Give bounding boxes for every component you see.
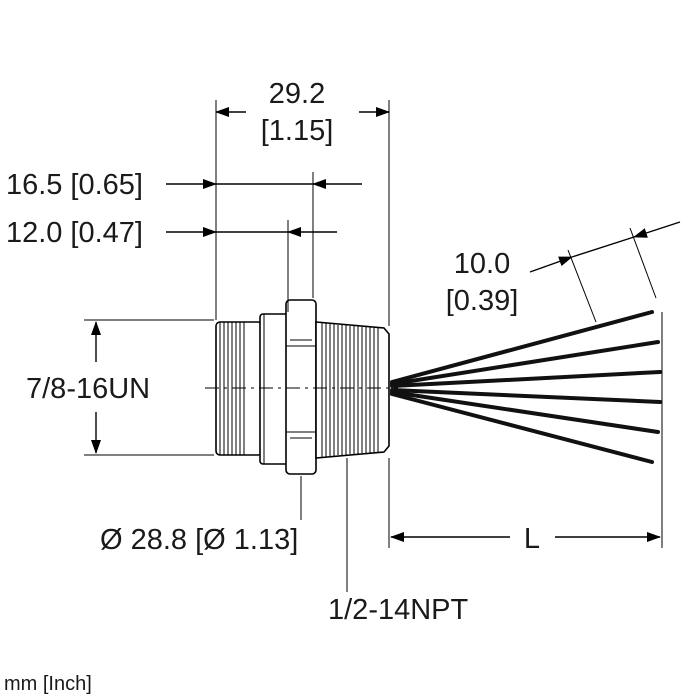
cable-length-label: L (524, 523, 540, 555)
diameter-label: Ø 28.8 [Ø 1.13] (100, 524, 298, 556)
wire-strip-mm-label: 10.0 (454, 248, 510, 280)
length-b-label: 12.0 [0.47] (6, 217, 143, 249)
rear-thread-label: 1/2-14NPT (328, 594, 469, 626)
connector-body (205, 299, 398, 475)
overall-length-in-label: [1.15] (261, 115, 334, 147)
units-note: mm [Inch] (4, 673, 92, 695)
front-thread-label: 7/8-16UN (26, 373, 150, 405)
length-a-label: 16.5 [0.65] (6, 169, 143, 201)
dimension-lines (91, 107, 681, 542)
wire-strip-in-label: [0.39] (446, 285, 519, 317)
extension-lines (84, 100, 663, 592)
wire-bundle (390, 310, 662, 464)
overall-length-mm-label: 29.2 (269, 78, 325, 110)
